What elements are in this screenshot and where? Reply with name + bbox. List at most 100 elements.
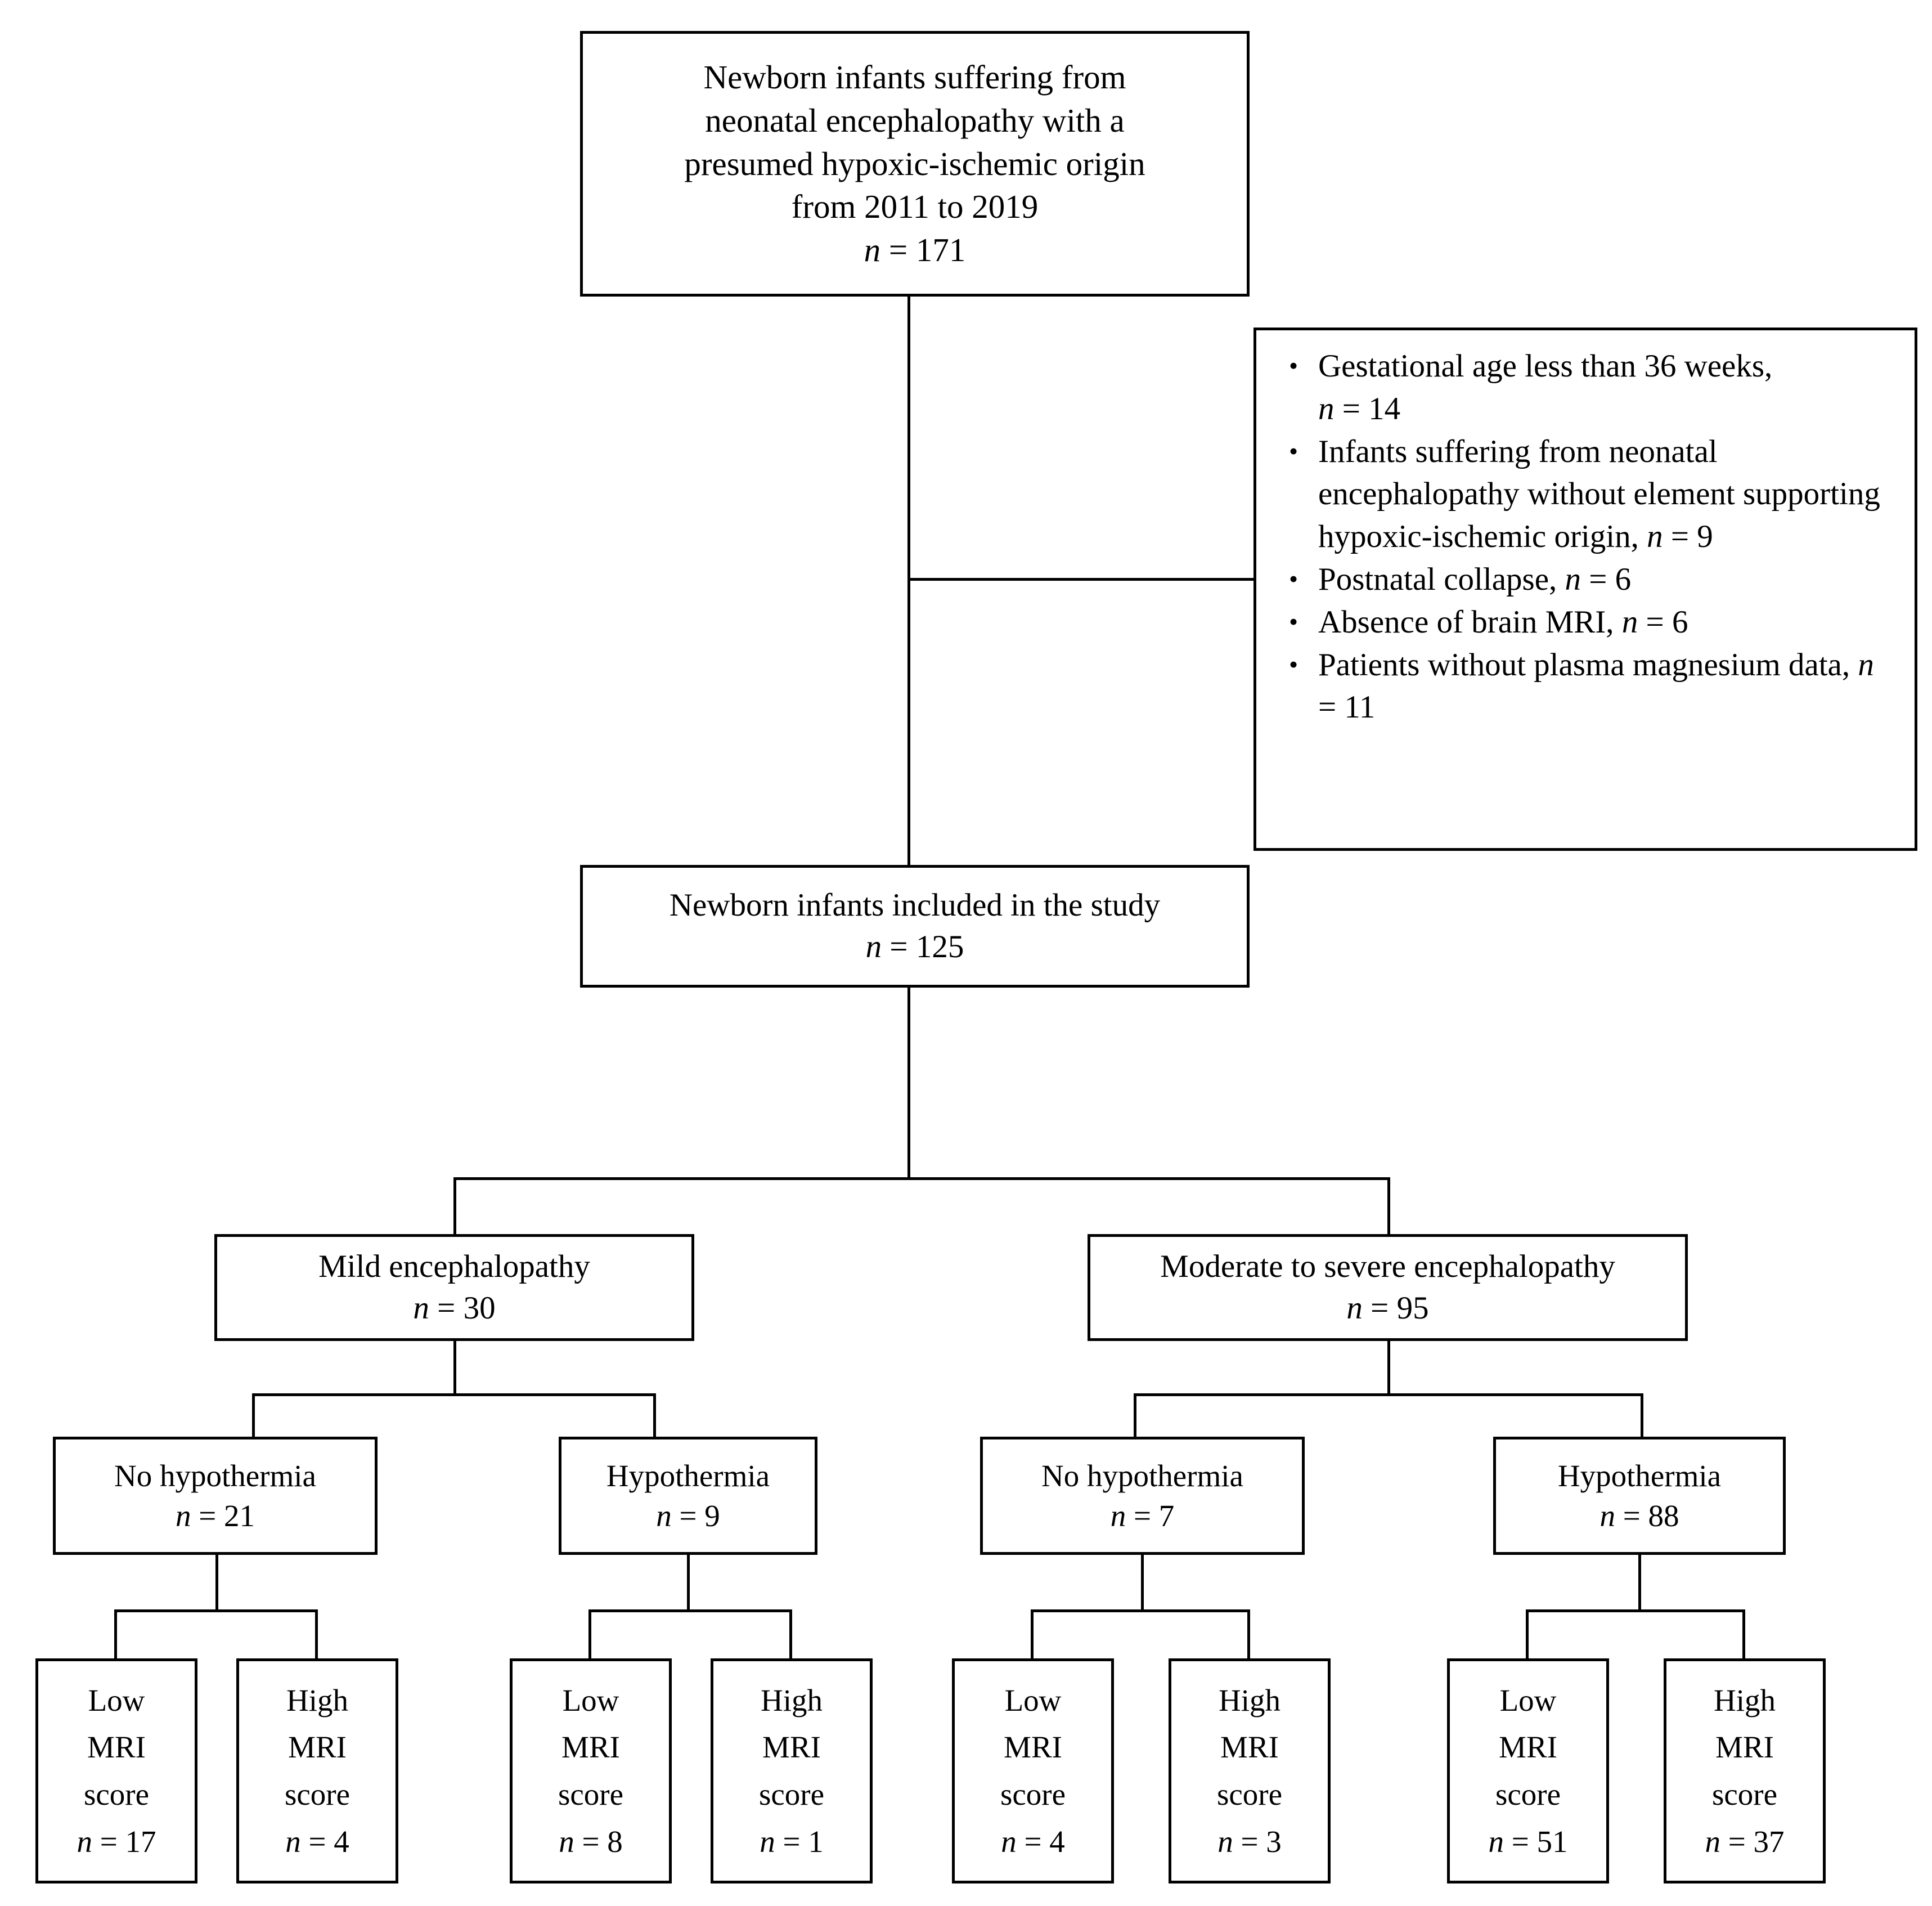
leaf-line-2: MRI [762, 1730, 821, 1765]
leaf-mri-score: Low MRI score n = 51 [1447, 1658, 1609, 1883]
leaf-line-2: MRI [1004, 1730, 1062, 1765]
bullet-icon: • [1288, 564, 1299, 593]
connector-split-modsev-hypo [1526, 1609, 1745, 1612]
n-symbol: n [865, 929, 882, 965]
n-value: 125 [915, 929, 964, 965]
exclusion-item: • Gestational age less than 36 weeks, n … [1269, 345, 1898, 430]
n-symbol: n [175, 1499, 191, 1533]
connector-split-mild-nohypo-right [315, 1609, 318, 1660]
connector-split-modsev-left [1134, 1393, 1136, 1438]
exclusion-text: Postnatal collapse, [1318, 561, 1565, 597]
bullet-icon: • [1288, 649, 1299, 679]
n-value: 4 [334, 1824, 349, 1859]
node-modsev-no-hypothermia: No hypothermia n = 7 [980, 1437, 1305, 1555]
leaf-count: n = 1 [760, 1818, 824, 1865]
leaf-mri-score: Low MRI score n = 17 [35, 1658, 197, 1883]
node-mild-encephalopathy: Mild encephalopathy n = 30 [214, 1234, 694, 1341]
n-symbol: n [1565, 561, 1581, 597]
n-symbol: n [656, 1499, 672, 1533]
modsev-nohypo-count: n = 7 [1111, 1496, 1175, 1536]
leaf-count: n = 3 [1217, 1818, 1282, 1865]
n-symbol: n [559, 1824, 574, 1859]
n-equals: = [191, 1499, 224, 1533]
exclusion-item: • Infants suffering from neonatal enceph… [1269, 430, 1898, 558]
connector-source-to-exclusions [907, 578, 1253, 581]
source-line-2: neonatal encephalopathy with a [705, 101, 1125, 139]
connector-split-modsev-hypo-left [1526, 1609, 1529, 1660]
n-equals: = [1362, 1290, 1397, 1326]
leaf-count: n = 17 [77, 1818, 156, 1865]
node-modsev-hypothermia: Hypothermia n = 88 [1493, 1437, 1786, 1555]
n-equals: = [1638, 604, 1672, 640]
connector-mild-nohypo-down [215, 1555, 218, 1611]
leaf-line-3: score [83, 1777, 150, 1811]
leaf-line-1: High [286, 1683, 348, 1717]
connector-split-mild-right [653, 1393, 656, 1438]
n-equals: = [1615, 1499, 1648, 1533]
leaf-count: n = 37 [1705, 1818, 1784, 1865]
leaf-line-2: MRI [1715, 1730, 1774, 1765]
n-equals: = [574, 1824, 608, 1859]
n-value: 14 [1368, 391, 1401, 427]
n-symbol: n [1705, 1824, 1720, 1859]
n-equals: = [1233, 1824, 1266, 1859]
connector-split-modsev-nohypo-left [1031, 1609, 1034, 1660]
leaf-mri-score: High MRI score n = 3 [1169, 1658, 1331, 1883]
connector-split-mild-hypo-left [588, 1609, 591, 1660]
leaf-line-3: score [1495, 1777, 1561, 1811]
n-symbol: n [413, 1290, 429, 1326]
n-equals: = [1334, 391, 1369, 427]
leaf-line-3: score [1000, 1777, 1066, 1811]
n-symbol: n [1318, 391, 1335, 427]
leaf-line-1: High [1219, 1683, 1280, 1717]
leaf-line-3: score [758, 1777, 825, 1811]
exclusion-item-text: Gestational age less than 36 weeks, n = … [1318, 345, 1898, 430]
n-value: 30 [463, 1290, 496, 1326]
connector-modsev-down [1387, 1341, 1390, 1395]
connector-modsev-hypo-down [1638, 1555, 1641, 1611]
n-equals: = [1503, 1824, 1537, 1859]
bullet-icon: • [1288, 607, 1299, 636]
mild-nohypo-count: n = 21 [176, 1496, 255, 1536]
connector-split-mild-nohypo [114, 1609, 318, 1612]
n-symbol: n [864, 231, 881, 269]
bullet-icon: • [1288, 436, 1299, 465]
connector-split-level1-right [1387, 1177, 1390, 1236]
source-line-1: Newborn infants suffering from [703, 59, 1126, 96]
n-equals: = [300, 1824, 334, 1859]
n-symbol: n [1110, 1499, 1126, 1533]
mild-count: n = 30 [413, 1288, 495, 1329]
node-mild-no-hypothermia: No hypothermia n = 21 [53, 1437, 378, 1555]
n-value: 51 [1536, 1824, 1568, 1859]
n-value: 6 [1615, 561, 1632, 597]
leaf-mri-score: High MRI score n = 1 [711, 1658, 873, 1883]
exclusion-item-text: Infants suffering from neonatal encephal… [1318, 430, 1898, 558]
n-equals: = [880, 231, 916, 269]
leaf-line-1: High [761, 1683, 823, 1717]
modsev-count: n = 95 [1346, 1288, 1428, 1329]
connector-mild-hypo-down [687, 1555, 690, 1611]
connector-split-modsev-right [1641, 1393, 1643, 1438]
n-symbol: n [1599, 1499, 1615, 1533]
connector-split-modsev [1134, 1393, 1643, 1396]
n-symbol: n [1346, 1290, 1363, 1326]
leaf-line-2: MRI [87, 1730, 146, 1765]
n-value: 9 [1697, 519, 1713, 555]
exclusion-item-text: Postnatal collapse, n = 6 [1318, 558, 1898, 601]
leaf-mri-score: High MRI score n = 37 [1664, 1658, 1826, 1883]
n-symbol: n [1217, 1824, 1233, 1859]
n-value: 1 [808, 1824, 824, 1859]
n-equals: = [1720, 1824, 1754, 1859]
leaf-line-2: MRI [561, 1730, 620, 1765]
n-value: 95 [1396, 1290, 1429, 1326]
n-equals: = [1318, 689, 1345, 725]
mild-hypo-count: n = 9 [656, 1496, 720, 1536]
connector-mild-down [453, 1341, 456, 1395]
exclusion-text: Absence of brain MRI, [1318, 604, 1622, 640]
exclusion-item: • Postnatal collapse, n = 6 [1269, 558, 1898, 601]
n-value: 7 [1158, 1499, 1175, 1533]
leaf-line-2: MRI [288, 1730, 347, 1765]
leaf-line-2: MRI [1220, 1730, 1279, 1765]
n-value: 8 [607, 1824, 623, 1859]
connector-split-mild-nohypo-left [114, 1609, 117, 1660]
